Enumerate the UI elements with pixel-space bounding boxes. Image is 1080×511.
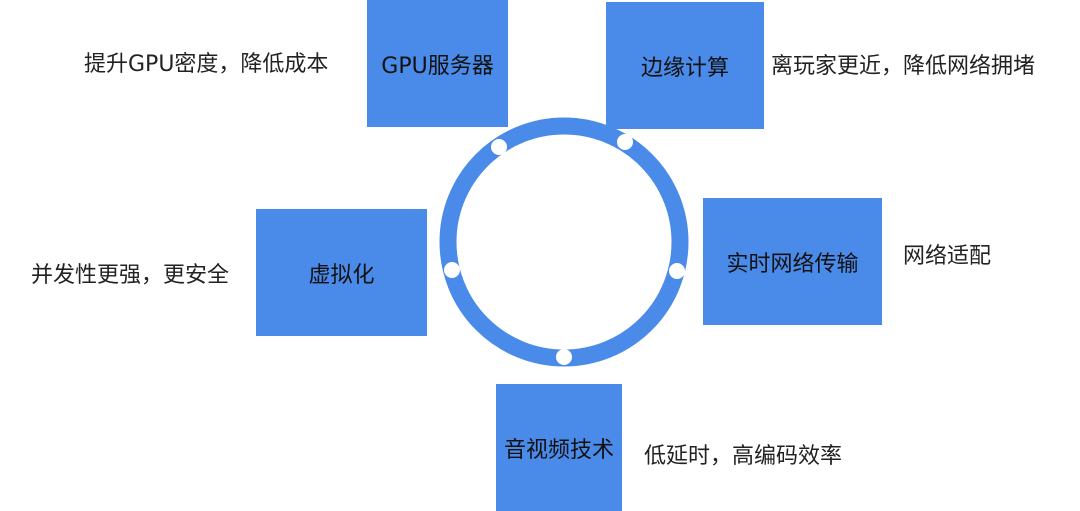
realtime-network-label: 实时网络传输 [726,251,859,277]
audio-video-box: 音视频技术 [496,384,622,511]
virtualization-label: 虚拟化 [308,262,375,288]
ring-node-top-right [617,134,633,150]
gpu-server-label: GPU服务器 [381,53,494,79]
virtualization-box: 虚拟化 [256,209,427,336]
edge-computing-box: 边缘计算 [606,2,764,129]
ring-node-top-left [491,139,507,155]
virtualization-desc: 并发性更强，更安全 [31,263,230,288]
realtime-network-box: 实时网络传输 [703,198,882,325]
audio-video-label: 音视频技术 [503,437,614,463]
ring-node-bottom [556,349,572,365]
realtime-network-desc: 网络适配 [903,244,992,269]
ring-node-left [444,262,460,278]
ring-circle [439,117,689,367]
edge-computing-desc: 离玩家更近，降低网络拥堵 [771,54,1036,79]
gpu-server-box: GPU服务器 [367,0,508,127]
edge-computing-label: 边缘计算 [640,55,729,81]
audio-video-desc: 低延时，高编码效率 [644,444,843,469]
gpu-server-desc: 提升GPU密度，降低成本 [84,52,329,77]
ring-node-right [669,263,685,279]
